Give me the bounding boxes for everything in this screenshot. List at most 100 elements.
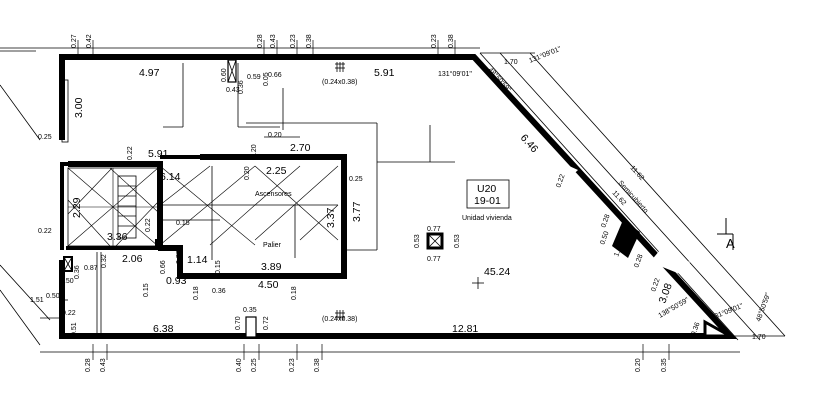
interior-lines (40, 63, 455, 335)
angle-label: 131°09'01" (438, 70, 472, 78)
dim-label: 1.43 (613, 242, 624, 257)
elevator-hatching (159, 165, 339, 260)
dim-label: 0.22 (555, 173, 566, 188)
dim-label: 1.70 (752, 334, 766, 341)
unit-code: U20 (477, 183, 496, 195)
dim-label: 0.51 (71, 322, 78, 336)
vent-label: (0.24x0.38) (322, 79, 357, 86)
dim-label: 2.25 (266, 165, 287, 177)
room-label-palier: Palier (263, 242, 282, 249)
dim-label: 0.50 (46, 293, 60, 300)
dim-label: 0.22 (38, 228, 52, 235)
dim-label: 3.00 (73, 97, 85, 118)
dim-label: 5.91 (374, 67, 395, 79)
dim-label: 0.20 (268, 132, 282, 139)
dim-label: 0.35 (243, 307, 257, 314)
cross-mark (472, 277, 484, 289)
dim-label: 0.35 (661, 358, 668, 372)
dim-label: 0.25 (38, 134, 52, 141)
dim-label: 0.23 (290, 34, 297, 48)
dim-label: 6.14 (160, 171, 181, 183)
dim-label: 0.28 (85, 358, 92, 372)
dim-label: 0.23 (431, 34, 438, 48)
dim-label: 0.36 (212, 288, 226, 295)
dim-label: 0.27 (71, 34, 78, 48)
dim-label: 0.32 (101, 254, 108, 268)
dim-label: 0.25 (349, 176, 363, 183)
dim-label: 0.20 (251, 144, 258, 158)
dim-label: 0.22 (127, 146, 134, 160)
dim-label: 0.05 (263, 72, 270, 86)
exterior-walls (59, 54, 737, 339)
dim-label: 0.22 (145, 218, 152, 232)
dim-label: 0.23 (289, 358, 296, 372)
dim-label: 0.38 (314, 358, 321, 372)
dim-label: 0.43 (226, 87, 240, 94)
dim-label: 0.22 (650, 277, 661, 292)
right-boundary-lines (479, 52, 786, 341)
bottom-dim-labels: 0.28 0.43 0.40 0.25 0.23 0.38 0.20 0.35 (85, 358, 668, 372)
dim-label: 0.42 (86, 34, 93, 48)
dim-label: 12.81 (452, 323, 478, 335)
dim-label: 6.38 (153, 323, 174, 335)
dim-label: 0.36 (690, 321, 701, 336)
dim-label: 1.51 (30, 297, 44, 304)
dim-label: 5.91 (148, 148, 169, 160)
dim-label: 0.53 (414, 234, 421, 248)
dim-label: 0.28 (633, 253, 644, 268)
dim-label: 0.18 (193, 286, 200, 300)
dim-label: 6.46 (518, 132, 541, 155)
dim-label: 2.70 (290, 142, 311, 154)
dim-label: 0.20 (244, 166, 251, 180)
dim-label: 4.50 (258, 279, 279, 291)
dim-label: 0.59 (247, 74, 261, 81)
vent-label: (0.24x0.38) (322, 316, 357, 323)
dim-label: 0.43 (270, 34, 277, 48)
unit-label: Unidad vivienda (462, 215, 512, 222)
section-mark-label: A (726, 236, 735, 251)
dim-label: 3.36 (107, 231, 128, 243)
dim-label: 2.29 (71, 197, 83, 218)
dim-label: 3.37 (325, 207, 337, 228)
dim-label: 0.15 (143, 283, 150, 297)
dim-label: 0.22 (62, 310, 76, 317)
unit-box-labels: U20 19-01 Unidad vivienda (462, 183, 512, 222)
area-label: 45.24 (484, 266, 510, 278)
dim-label: 1.14 (187, 254, 208, 266)
interior-dim-labels: 4.97 5.91 5.91 0.60 0.59 0.66 0.43 0.36 … (30, 45, 772, 341)
dim-label: 1.70 (504, 59, 518, 66)
dim-label: 0.70 (235, 316, 242, 330)
dim-label: 0.87 (84, 265, 98, 272)
dim-label: 0.72 (263, 316, 270, 330)
dim-label: 0.38 (306, 34, 313, 48)
dim-label: 0.38 (448, 34, 455, 48)
room-label-ascensores: Ascensores (255, 191, 292, 198)
top-dimension-line (0, 40, 480, 56)
dim-label: 0.53 (454, 234, 461, 248)
angle-label: 48°50'59" (487, 66, 513, 94)
dim-label: 0.77 (427, 226, 441, 233)
angle-label: 131°09'01" (710, 302, 745, 322)
dim-label: 0.50 (599, 230, 610, 245)
dim-label: 4.97 (139, 67, 160, 79)
left-boundary-lines (0, 84, 51, 346)
top-dim-labels: 0.27 0.42 0.28 0.43 0.23 0.38 0.23 0.38 (71, 34, 455, 48)
dim-label: 2.06 (122, 253, 143, 265)
angle-label: 48°50'59" (754, 291, 772, 322)
dim-label: 0.66 (160, 260, 167, 274)
dim-label: 0.25 (251, 358, 258, 372)
dim-label: 0.36 (74, 265, 81, 279)
core-walls (60, 154, 347, 279)
dim-label: 0.15 (176, 220, 190, 227)
dim-label: 11.62 (629, 165, 646, 182)
dim-label: 0.77 (427, 256, 441, 263)
dim-label: 0.15 (215, 260, 222, 274)
dim-label: 0.28 (257, 34, 264, 48)
dim-label: 0.60 (221, 68, 228, 82)
bottom-dimension-line (40, 344, 740, 360)
dim-label: 0.50 (60, 278, 74, 285)
dim-label: 0.40 (236, 358, 243, 372)
dim-label: 0.93 (166, 275, 187, 287)
dim-label: 3.77 (351, 201, 363, 222)
